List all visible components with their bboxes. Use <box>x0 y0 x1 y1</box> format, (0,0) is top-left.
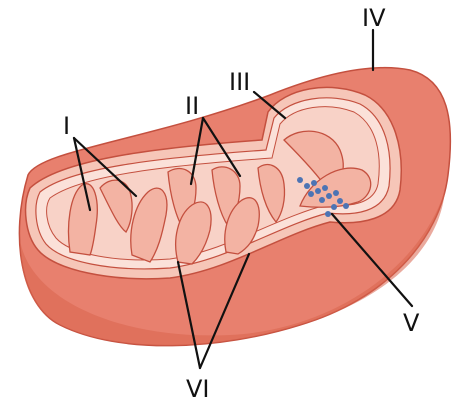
label-IV: IV <box>362 4 386 32</box>
label-III: III <box>229 68 250 96</box>
label-II: II <box>185 92 199 120</box>
label-V: V <box>403 309 420 337</box>
label-VI: VI <box>186 375 210 403</box>
label-I: I <box>63 112 70 140</box>
